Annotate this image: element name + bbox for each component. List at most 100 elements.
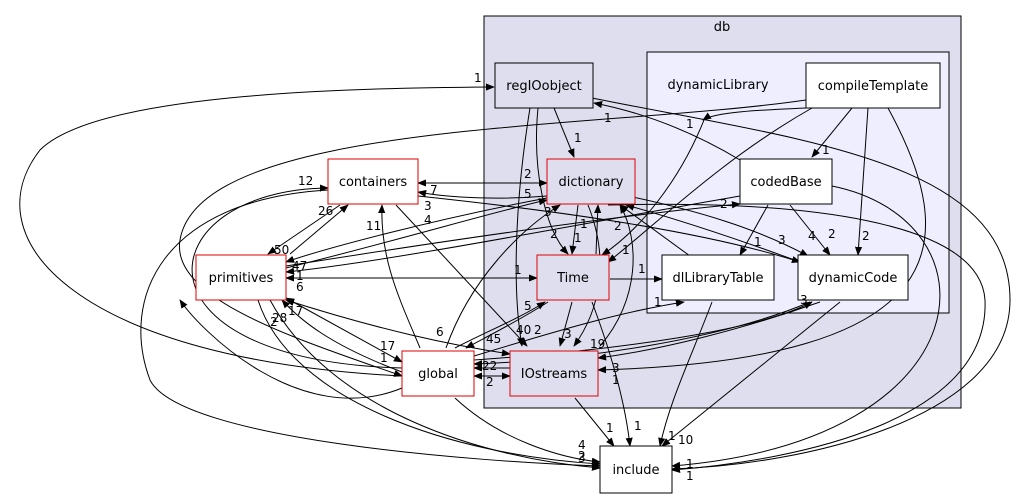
edge-primitives-codedBase xyxy=(285,201,741,267)
edge-containers-dynamicCode xyxy=(417,195,801,263)
edge-label: 2 xyxy=(270,315,278,329)
edge-label: 1 xyxy=(474,71,482,85)
edge-dlLibraryTable-dictionary xyxy=(619,204,691,257)
node-dlLibraryTable-box[interactable] xyxy=(661,254,775,301)
node-containers-label: containers xyxy=(339,175,408,190)
edge-label: 3 xyxy=(778,233,786,247)
node-global-label: global xyxy=(418,367,458,382)
edge-regIOobject-dictionary xyxy=(553,107,575,158)
node-primitives-box[interactable] xyxy=(195,254,287,301)
edge-label: 3 xyxy=(544,205,552,219)
edge-compileTemplate-primitives xyxy=(179,99,807,377)
edge-label: 6 xyxy=(436,325,444,339)
edge-label: 47 xyxy=(292,259,307,273)
edge-label: 2 xyxy=(524,167,532,181)
edge-global-include-2 xyxy=(179,299,403,399)
node-regIOobject[interactable]: regIOobject xyxy=(494,62,594,109)
edge-label: 40 xyxy=(516,323,531,337)
node-dynamicCode-label: dynamicCode xyxy=(809,271,898,286)
edge-containers-include xyxy=(140,189,601,470)
edge-dictionary-Time xyxy=(569,204,579,255)
edge-IOstreams-dictionary xyxy=(599,204,634,347)
edge-label: 17 xyxy=(380,339,395,353)
node-codedBase[interactable]: codedBase xyxy=(739,158,833,205)
edge-label: 2 xyxy=(486,375,494,389)
node-include-label: include xyxy=(612,463,659,478)
edge-label: 28 xyxy=(272,311,287,325)
edge-label: 1 xyxy=(574,231,582,245)
node-dictionary-label: dictionary xyxy=(559,175,624,190)
edge-Time-include xyxy=(591,301,633,447)
edge-dynamicLibrary-Time xyxy=(601,119,705,256)
node-include-box[interactable] xyxy=(599,445,673,494)
edge-label: 1 xyxy=(686,457,694,471)
edge-label: 3 xyxy=(800,293,808,307)
node-codedBase-label: codedBase xyxy=(750,175,821,190)
edge-label: 12 xyxy=(298,174,313,188)
edge-label: 1 xyxy=(686,469,694,483)
edge-label: 5 xyxy=(524,187,532,201)
node-Time[interactable]: Time xyxy=(536,254,610,301)
edge-label: 1 xyxy=(686,117,694,131)
node-Time-label: Time xyxy=(556,271,589,286)
node-compileTemplate[interactable]: compileTemplate xyxy=(805,62,941,109)
edge-label: 2 xyxy=(720,197,728,211)
edge-label: 26 xyxy=(318,204,333,218)
node-dictionary[interactable]: dictionary xyxy=(546,158,636,205)
cluster-dynamicLibrary-label[interactable]: dynamicLibrary xyxy=(667,78,768,93)
node-dlLibraryTable[interactable]: dlLibraryTable xyxy=(661,254,775,301)
edge-compileTemplate-codedBase xyxy=(811,107,853,158)
edge-compileTemplate-dynamicCode xyxy=(854,107,869,256)
edge-label: 2 xyxy=(578,449,586,463)
edge-dlLibraryTable-include xyxy=(658,301,713,447)
node-regIOobject-box[interactable] xyxy=(494,62,594,109)
edge-label: 1 xyxy=(296,269,304,283)
edge-containers-primitives xyxy=(267,204,341,255)
node-dynamicCode-box[interactable] xyxy=(797,254,909,301)
edge-label: 4 xyxy=(578,438,586,452)
edge-label: 1 xyxy=(606,421,614,435)
node-containers-box[interactable] xyxy=(327,158,419,205)
edge-dictionary-primitives xyxy=(285,197,548,263)
node-IOstreams[interactable]: IOstreams xyxy=(509,350,599,397)
edge-compileTemplate-Time xyxy=(607,107,813,263)
node-dictionary-box[interactable] xyxy=(546,158,636,205)
edge-dynamicCode-dictionary xyxy=(625,203,801,263)
edge-regIOobject-Time xyxy=(536,107,569,255)
node-IOstreams-box[interactable] xyxy=(509,350,599,397)
edge-label: 17 xyxy=(288,304,303,318)
edge-label: 1 xyxy=(604,111,612,125)
edge-label: 2 xyxy=(614,219,622,233)
edge-label: 1 xyxy=(634,419,642,433)
edge-label: 1 xyxy=(638,262,646,276)
edge-label: 10 xyxy=(678,433,693,447)
edge-Time-dictionary xyxy=(594,204,602,255)
nodes: regIOobject compileTemplate dictionary c… xyxy=(195,62,941,494)
edge-dictionary-include xyxy=(607,203,986,473)
edge-label: 2 xyxy=(534,323,542,337)
node-Time-box[interactable] xyxy=(536,254,610,301)
edge-global-dlLibraryTable xyxy=(473,299,685,357)
edge-label: 3 xyxy=(578,451,586,465)
node-global-box[interactable] xyxy=(401,350,475,397)
node-include[interactable]: include xyxy=(599,445,673,494)
node-compileTemplate-box[interactable] xyxy=(805,62,941,109)
edge-label: 1 xyxy=(380,351,388,365)
edge-label: 45 xyxy=(486,332,501,346)
edge-label: 1 xyxy=(754,235,762,249)
node-dynamicCode[interactable]: dynamicCode xyxy=(797,254,909,301)
node-primitives[interactable]: primitives xyxy=(195,254,287,301)
node-global[interactable]: global xyxy=(401,350,475,397)
edge-dictionary-dynamicCode xyxy=(607,191,809,257)
edge-regIOobject-IOstreams xyxy=(515,107,531,347)
edge-label: 7 xyxy=(430,183,438,197)
edge-label: 2 xyxy=(550,227,558,241)
edge-label: 1 xyxy=(574,131,582,145)
edge-IOstreams-include xyxy=(574,397,615,447)
node-codedBase-box[interactable] xyxy=(739,158,833,205)
edge-label: 22 xyxy=(482,359,497,373)
edge-primitives-IOstreams xyxy=(285,299,511,357)
node-containers[interactable]: containers xyxy=(327,158,419,205)
edge-regIOobject-include xyxy=(591,97,1011,473)
